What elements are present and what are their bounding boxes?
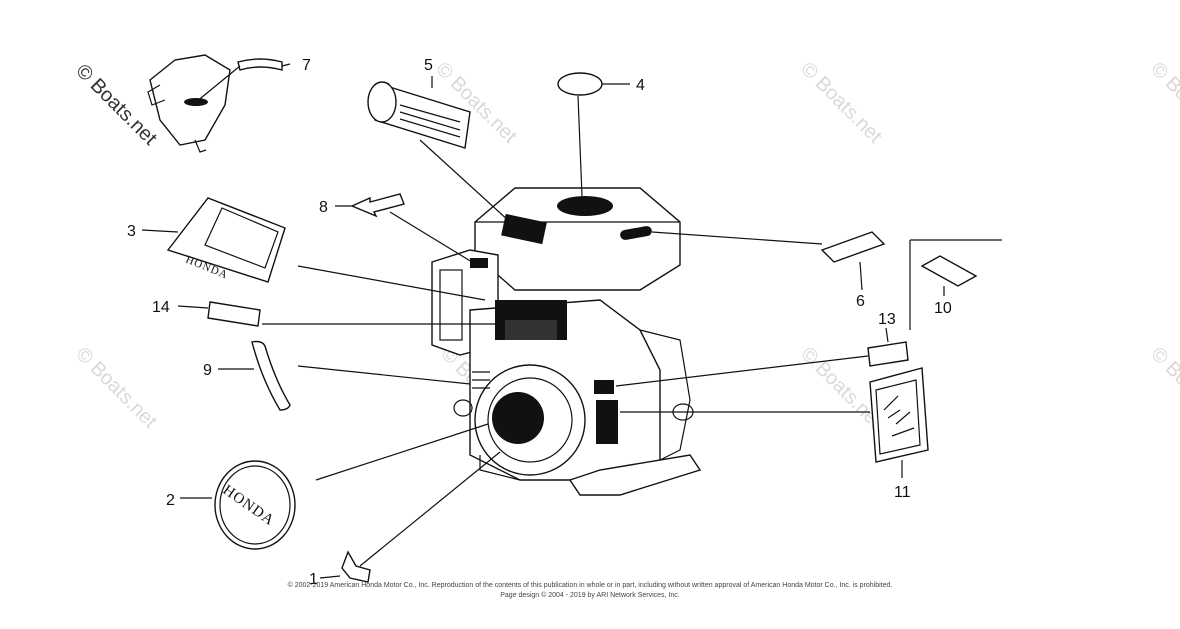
callout-13[interactable]: 13 [878,311,896,328]
part-10-bracket-line [909,239,1002,330]
base-left [479,455,521,481]
callout-1[interactable]: 1 [309,571,318,588]
callout-7[interactable]: 7 [302,57,311,74]
part-11-oil-decal[interactable] [869,367,929,463]
decal-5-lines [399,104,461,138]
decal-small-block [594,380,614,394]
callout-4[interactable]: 4 [636,77,645,94]
part-13-decal[interactable] [867,341,909,367]
crankcase-side [639,329,691,461]
engine-mount-left [453,399,473,417]
page-design-line: Page design © 2004 - 2019 by ARI Network… [500,591,680,599]
part-7-carburetor[interactable] [147,54,231,153]
part-7-decal[interactable] [237,58,283,71]
leader-7 [281,63,291,67]
callout-10[interactable]: 10 [934,300,952,317]
callout-9[interactable]: 9 [203,362,212,379]
fuel-cap [557,196,613,216]
leader-1-to-engine [359,451,501,567]
leader-1 [319,575,341,579]
callout-8[interactable]: 8 [319,199,328,216]
footer: © 2002-2019 American Honda Motor Co., In… [288,581,893,599]
part-9-strip-decal[interactable] [251,340,291,411]
leader-6 [859,261,863,291]
oil-decal-inner [875,379,921,455]
watermark-text: © Boats.net [796,58,886,148]
watermark-primary: © Boats.net [71,60,161,150]
decal-6-on-tank [620,226,652,240]
air-cleaner-panel [439,269,463,341]
part-3-honda-plate[interactable]: HONDA [166,197,286,283]
engine-base [568,454,702,496]
part-1-arrow-decal[interactable] [341,550,371,583]
leader-3 [141,229,179,233]
recoil-starter-hub [492,392,544,444]
watermark-text: © Boats.net [1146,343,1180,433]
decal-large-block [596,400,618,444]
honda-plate-window [204,207,279,269]
copyright-line: © 2002-2019 American Honda Motor Co., In… [288,581,893,589]
leader-3-to-engine [297,265,486,301]
decal-5-on-tank [501,213,547,245]
leader-13 [885,327,889,343]
leader-5-to-tank [419,139,511,223]
callout-3[interactable]: 3 [127,223,136,240]
recoil-starter-ring [487,377,573,463]
callout-numbers: 1 2 3 4 5 6 7 8 9 10 11 13 14 [127,57,952,588]
watermark-text: © Boats.net [71,343,161,433]
engine-illustration [431,187,702,496]
honda-plate-outer [166,197,286,283]
part-6-decal[interactable] [820,231,886,263]
decal-5-end [367,81,397,123]
callout-11[interactable]: 11 [894,484,911,501]
part-2-honda-emblem[interactable]: HONDA [214,460,296,550]
part-8-arrow-decal[interactable] [350,193,405,218]
leader-14 [177,305,209,309]
callout-6[interactable]: 6 [856,293,865,310]
part-4-decal[interactable] [557,72,603,96]
leader-9-to-engine [297,365,471,385]
callout-2[interactable]: 2 [166,492,175,509]
honda-emblem-outer [214,460,296,550]
leader-7-to-carb [195,65,241,103]
part-10-decal[interactable] [920,255,978,287]
oil-decal-plate [869,367,929,463]
carburetor-inlet [147,84,166,106]
callout-5[interactable]: 5 [424,57,433,74]
carburetor-drain [194,139,207,153]
callout-14[interactable]: 14 [152,299,170,316]
oil-decal-symbols [883,395,915,437]
part-14-decal[interactable] [207,301,261,327]
leader-8-to-engine [389,211,473,263]
leader-lines [141,63,945,579]
cooling-fins [472,371,490,389]
leader-13-to-engine [615,355,869,387]
honda-emblem-ring [219,465,291,545]
leader-6-to-tank [651,231,823,245]
leader-2-to-engine [315,423,489,481]
decal-8-on-engine [470,258,488,268]
leader-4-to-cap [577,95,583,197]
watermark-text: © Boats.net [1146,58,1180,148]
part-5-decal[interactable] [367,81,471,149]
decal-panel-inner [505,320,557,340]
